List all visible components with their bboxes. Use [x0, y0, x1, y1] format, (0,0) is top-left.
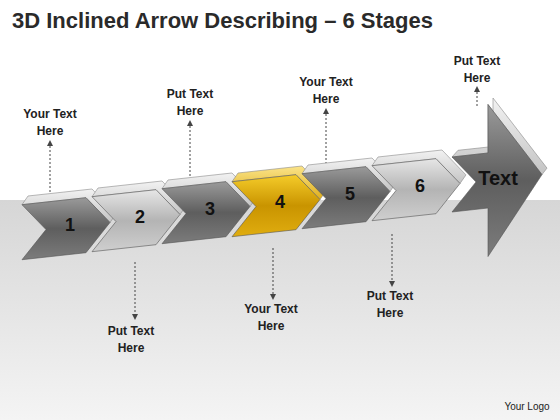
- leader-head: [323, 108, 329, 114]
- leader-head: [389, 281, 395, 287]
- front-face: [452, 105, 542, 257]
- callout-text: Your Text Here: [14, 106, 86, 140]
- stage-number: 5: [345, 183, 355, 204]
- leader-ends: [47, 86, 480, 320]
- diagram-title: 3D Inclined Arrow Describing – 6 Stages: [12, 8, 433, 34]
- logo-placeholder: Your Logo: [497, 398, 557, 415]
- leader-head: [187, 120, 193, 126]
- callout-text: Put Text Here: [154, 86, 226, 120]
- leader-head: [270, 294, 276, 300]
- stage-number: 4: [275, 191, 285, 212]
- callout-text: Your Text Here: [235, 301, 307, 335]
- leader-lines: [50, 88, 477, 318]
- leader-head: [47, 140, 53, 146]
- leader-line: [135, 262, 136, 318]
- leader-line: [392, 234, 393, 285]
- leader-line: [50, 142, 51, 200]
- arrow-label: Text: [478, 166, 518, 189]
- callout-text: Put Text Here: [441, 53, 513, 87]
- leader-head: [474, 86, 480, 92]
- result-arrow: Text: [450, 96, 549, 259]
- stage-number: 6: [415, 176, 425, 197]
- leader-line: [273, 248, 274, 298]
- stage-number: 3: [205, 199, 215, 220]
- stage-number: 1: [65, 214, 75, 235]
- callout-text: Your Text Here: [290, 74, 362, 108]
- leader-line: [326, 110, 327, 168]
- stage-number: 2: [135, 207, 145, 228]
- front-face: [372, 159, 460, 221]
- callout-text: Put Text Here: [95, 323, 167, 357]
- callout-text: Put Text Here: [354, 288, 426, 322]
- leader-head: [132, 314, 138, 320]
- leader-line: [190, 122, 191, 184]
